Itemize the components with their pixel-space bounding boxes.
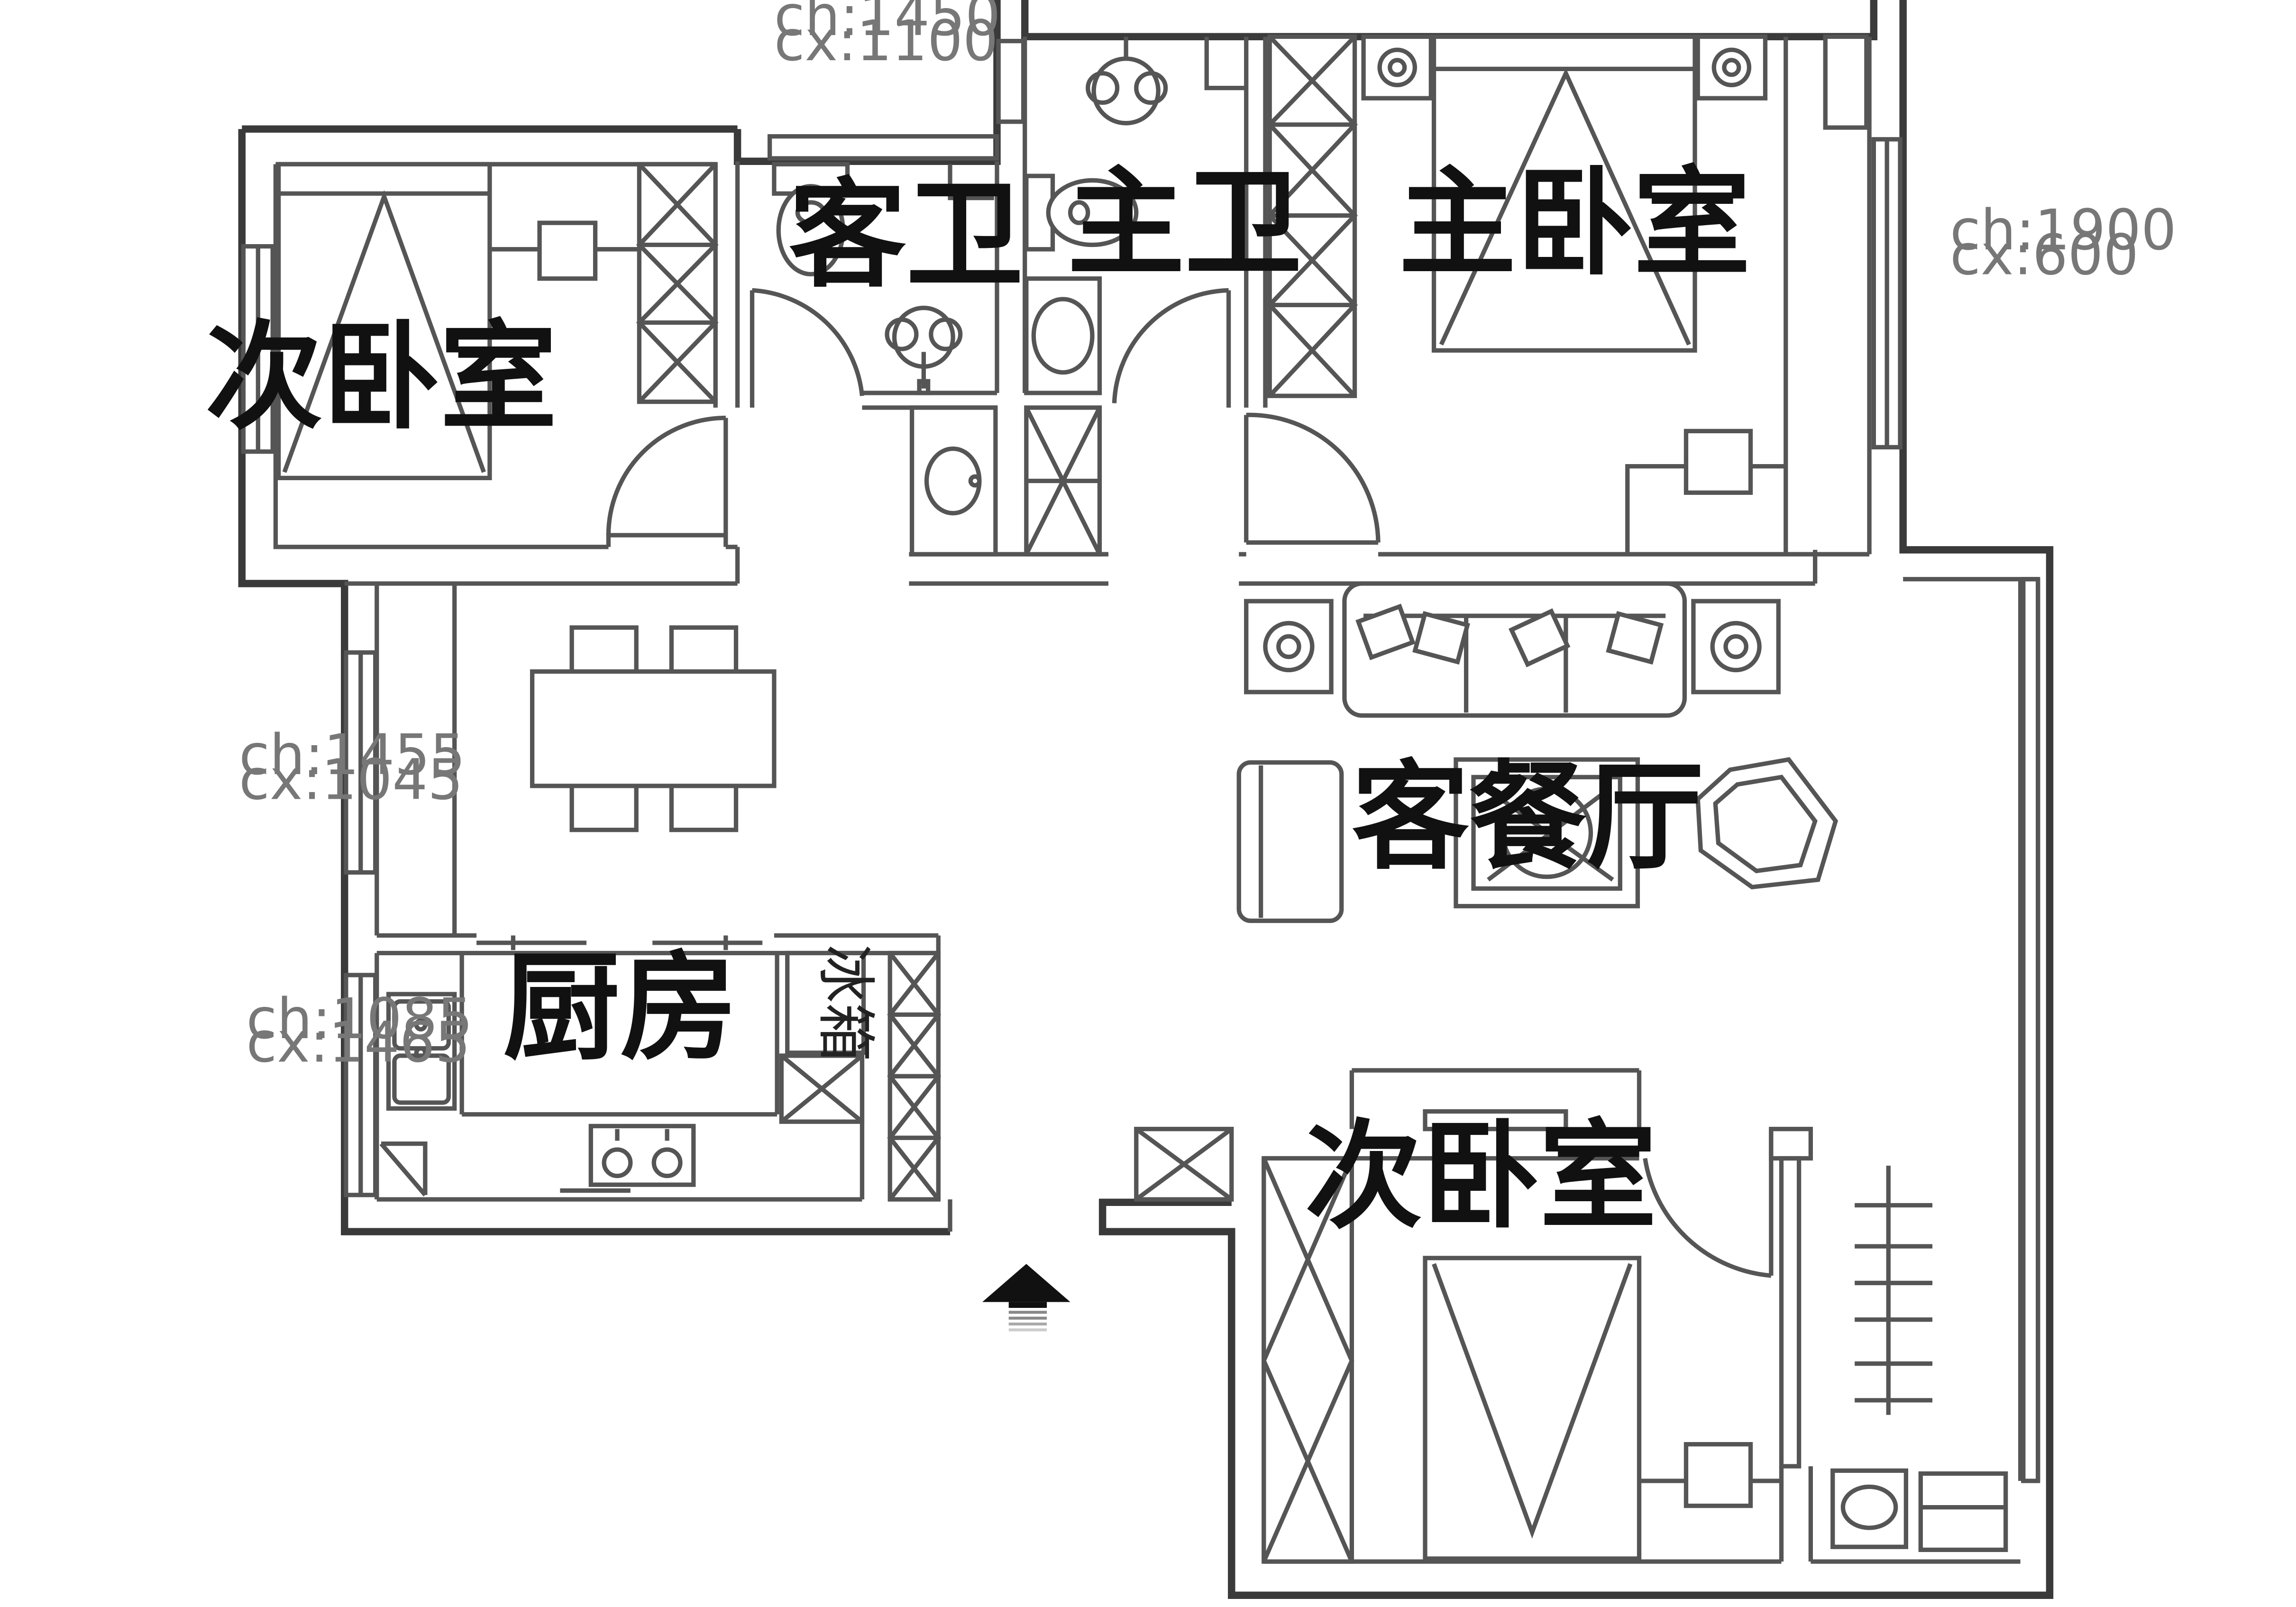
master-shower-icon bbox=[1086, 37, 1168, 126]
room-label-living-dining: 客餐厅 bbox=[1352, 749, 1703, 886]
dim-left-kitchen-cx: cx:1465 bbox=[247, 1010, 471, 1075]
chair bbox=[669, 781, 739, 832]
fridge bbox=[785, 950, 866, 1055]
toilet-bowl bbox=[776, 184, 845, 277]
dim-top-ch: ch:1450 bbox=[774, 0, 1001, 48]
nightstand-lamp bbox=[1361, 34, 1434, 100]
window-top bbox=[996, 38, 1026, 124]
dining-table bbox=[530, 669, 777, 788]
bed bbox=[1423, 1256, 1642, 1561]
side-table-lamp bbox=[1244, 599, 1334, 694]
master-bedroom bbox=[1266, 34, 1869, 555]
window-guest-bath bbox=[767, 134, 999, 161]
wardrobe bbox=[1262, 1156, 1354, 1564]
fridge-label: 冰箱 bbox=[811, 944, 879, 1061]
nightstand bbox=[1683, 1442, 1753, 1508]
room-label-second-bedroom-se: 次卧室 bbox=[1305, 1108, 1656, 1245]
side-cabinet bbox=[1823, 34, 1869, 130]
armchair bbox=[1695, 757, 1839, 890]
room-label-kitchen: 厨房 bbox=[503, 940, 738, 1077]
dim-left-kitchen-ch: ch:1085 bbox=[247, 986, 473, 1051]
nightstand bbox=[537, 220, 598, 281]
dim-left-mid-cx: cx:1045 bbox=[239, 748, 463, 813]
dim-right-cx: cx:600 bbox=[1950, 222, 2139, 287]
chair bbox=[669, 625, 739, 677]
toilet-bowl bbox=[1046, 178, 1139, 247]
nightstand-lamp bbox=[1695, 34, 1768, 100]
master-bath bbox=[1024, 37, 1246, 557]
stool bbox=[1683, 429, 1753, 495]
entrance-arrow-icon bbox=[982, 1264, 1070, 1332]
tv bbox=[1423, 1109, 1568, 1132]
living-area bbox=[1236, 581, 1839, 923]
kitchen bbox=[379, 950, 942, 1202]
sink bbox=[386, 992, 457, 1111]
dining-area bbox=[530, 625, 777, 832]
side-table-lamp bbox=[1691, 599, 1781, 694]
dim-top-cx: cx:1100 bbox=[774, 9, 998, 73]
window-balcony bbox=[2021, 577, 2040, 1483]
dim-left-mid-ch: ch:1455 bbox=[239, 722, 466, 787]
room-label-second-bedroom-nw: 次卧室 bbox=[205, 310, 557, 446]
room-label-guest-bath: 客卫 bbox=[789, 167, 1024, 303]
chair bbox=[569, 625, 639, 677]
bed bbox=[1431, 34, 1697, 353]
doors bbox=[476, 288, 1813, 1469]
ottoman bbox=[1236, 760, 1344, 923]
windows bbox=[241, 38, 2040, 1483]
chair bbox=[569, 781, 639, 832]
nw-bedroom bbox=[276, 162, 719, 480]
dim-right-ch: ch:1900 bbox=[1950, 198, 2177, 263]
bed bbox=[276, 162, 492, 480]
basin bbox=[1031, 297, 1095, 375]
guest-bath bbox=[772, 162, 998, 557]
room-label-master-bedroom: 主卧室 bbox=[1399, 155, 1750, 292]
se-bedroom bbox=[1134, 1109, 2008, 1564]
shower-icon bbox=[885, 305, 963, 395]
room-label-master-bath: 主卫 bbox=[1067, 155, 1302, 292]
washing-machine bbox=[1918, 1471, 2008, 1552]
